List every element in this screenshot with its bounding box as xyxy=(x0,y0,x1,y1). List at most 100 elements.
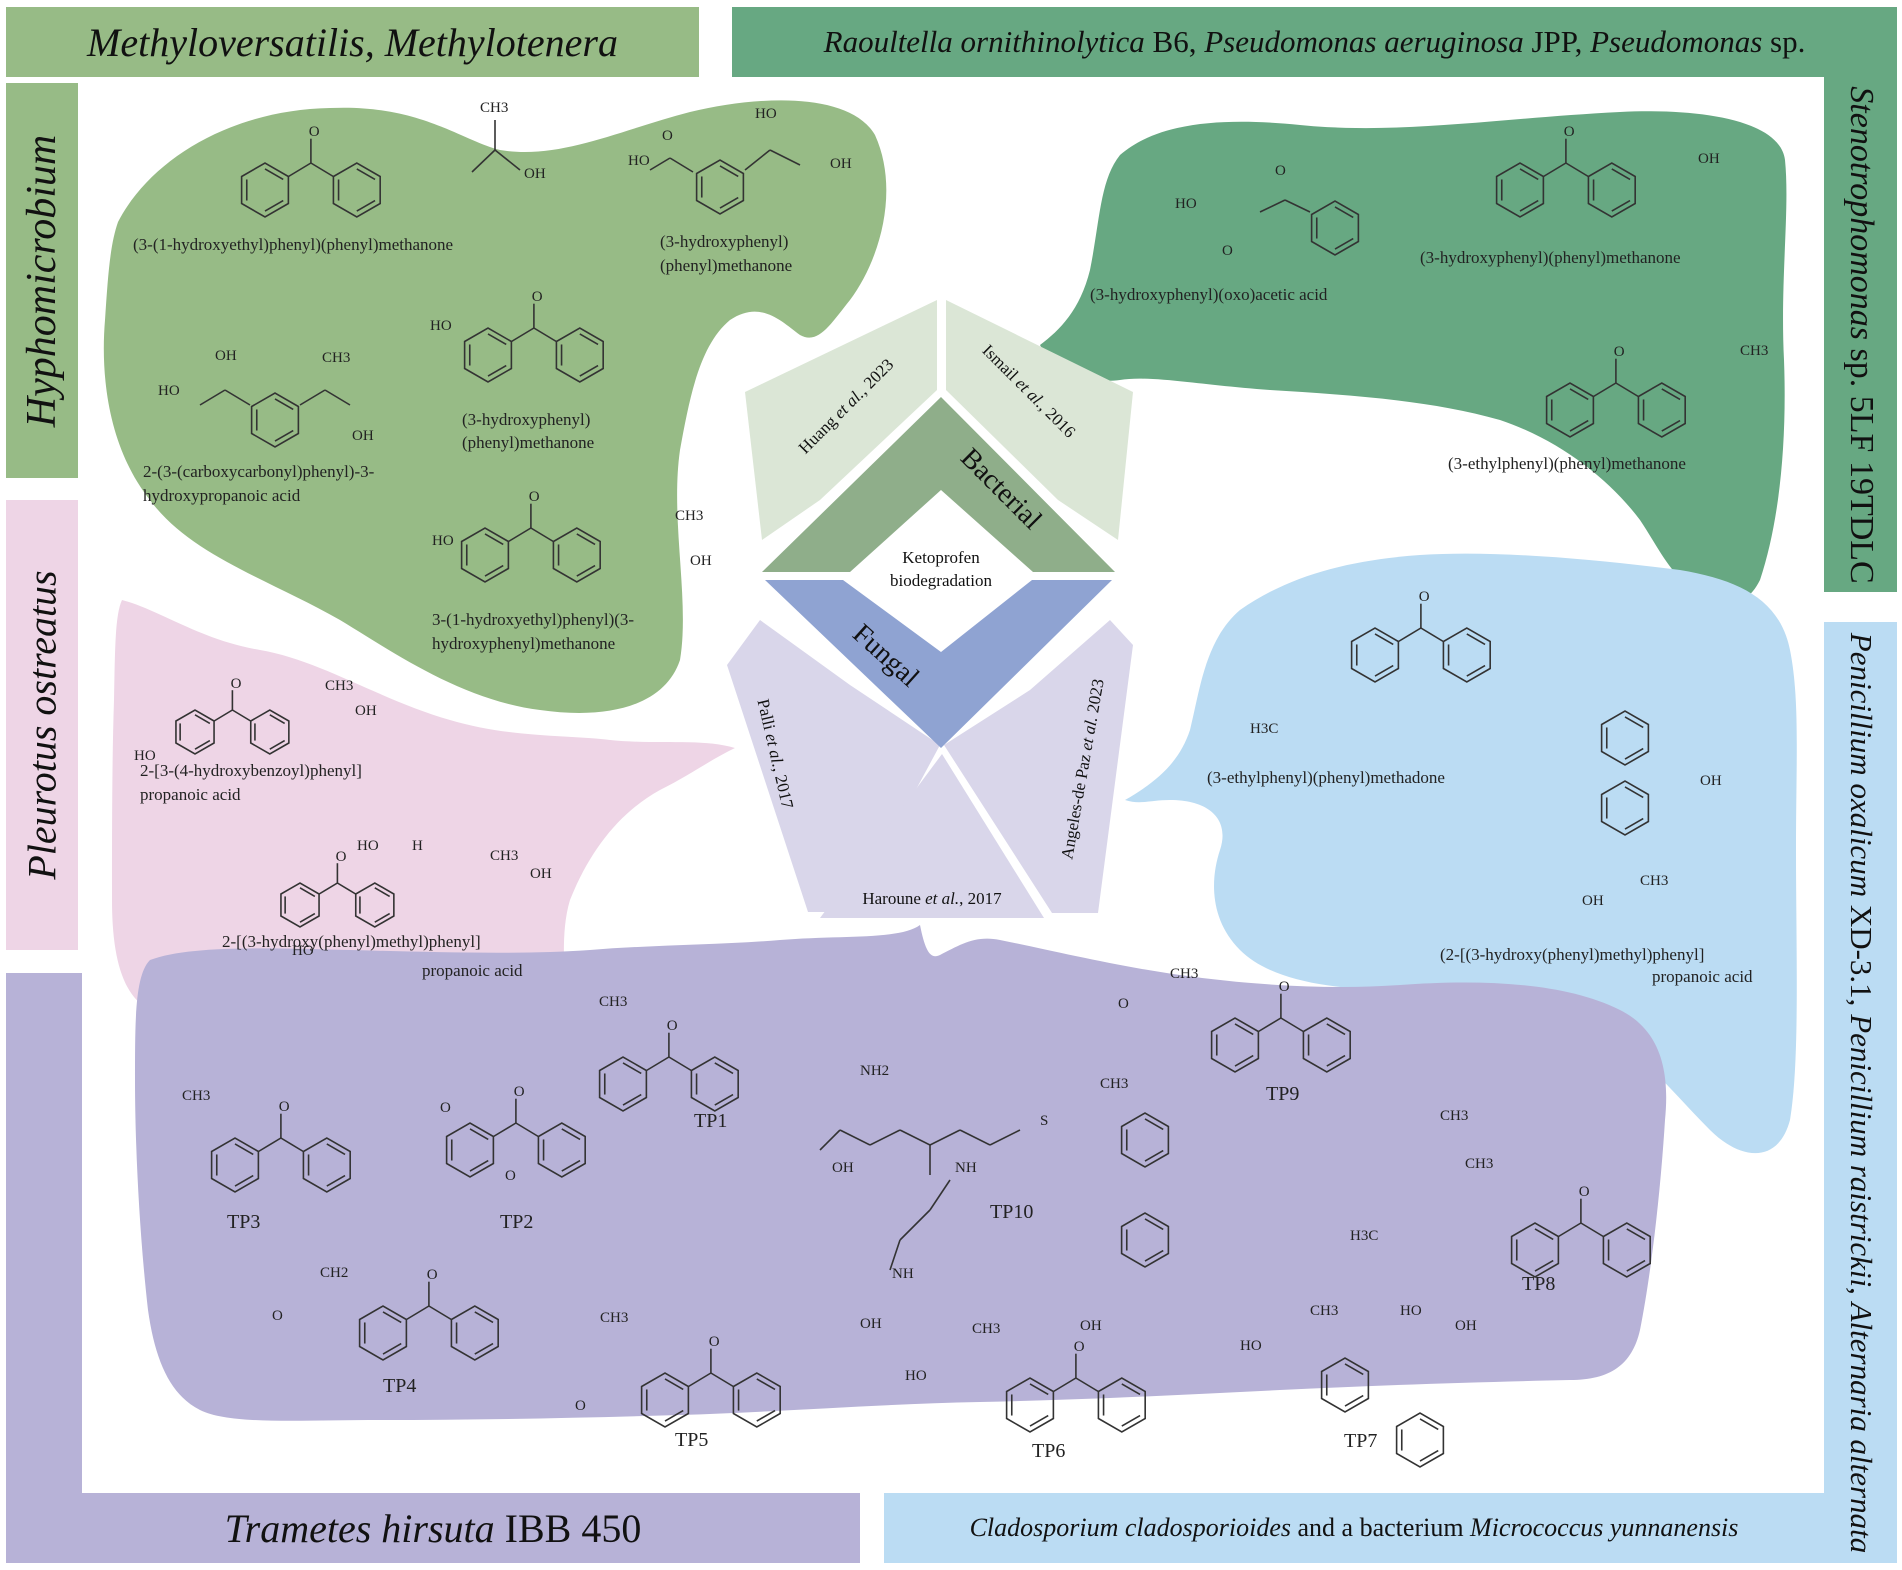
label-tp6: TP6 xyxy=(1032,1440,1065,1462)
ring-double-bond-161 xyxy=(474,1311,494,1324)
atom-label-o: O xyxy=(662,128,673,144)
benzene-ring-191 xyxy=(1395,1412,1445,1468)
bond-99 xyxy=(318,882,338,895)
atom-label-ch3: CH3 xyxy=(599,994,627,1010)
ring-double-bond-202 xyxy=(1626,1228,1646,1241)
atom-label-oh: OH xyxy=(860,1316,882,1332)
atom-label-o: O xyxy=(1118,996,1129,1012)
atom-label-ch3: CH3 xyxy=(1640,873,1668,889)
ring-double-bond-15 xyxy=(719,196,739,209)
t-br-part-1: and a bacterium xyxy=(1291,1513,1471,1542)
benzene-ring-121 xyxy=(598,1056,648,1112)
atom-label-ch3: CH3 xyxy=(490,848,518,864)
ring-double-bond-139 xyxy=(561,1128,581,1141)
bond-141 xyxy=(515,1122,539,1138)
ring-double-bond-5 xyxy=(356,199,376,212)
benzene-ring-132 xyxy=(445,1122,495,1178)
bond-50 xyxy=(530,527,554,543)
atom-label-ch3: CH3 xyxy=(1465,1156,1493,1172)
bacterial-panels xyxy=(745,300,1133,572)
ring-double-bond-87 xyxy=(269,714,286,725)
bond-88 xyxy=(213,709,233,722)
benzene-ring-95 xyxy=(354,882,395,928)
atom-label-ho: HO xyxy=(432,533,454,549)
fungal-arrow xyxy=(765,580,1112,748)
benzene-ring-14 xyxy=(695,159,745,215)
bacterial-arrow xyxy=(762,397,1115,572)
bond-235 xyxy=(889,1239,901,1271)
label-hypho-2b: (phenyl)methanone xyxy=(660,256,792,275)
bond-49 xyxy=(508,527,532,543)
label-tp9: TP9 xyxy=(1266,1083,1299,1105)
ring-double-bond-120 xyxy=(1624,786,1644,799)
atom-label-ho: HO xyxy=(357,838,379,854)
ring-double-bond-34 xyxy=(274,429,294,442)
atom-label-nh2: NH2 xyxy=(860,1063,889,1079)
ring-double-bond-137 xyxy=(561,1159,581,1172)
stenotrophomonas-region xyxy=(1040,111,1787,605)
ring-double-bond-144 xyxy=(234,1174,254,1187)
atom-label-o: O xyxy=(1564,124,1575,140)
benzene-ring-217 xyxy=(1120,1112,1170,1168)
ring-double-bond-135 xyxy=(469,1128,489,1141)
atom-label-ch3: CH3 xyxy=(600,1310,628,1326)
benzene-ring-62 xyxy=(1587,162,1636,218)
atom-label-ch3: CH3 xyxy=(322,350,350,366)
label-tp2: TP2 xyxy=(500,1211,533,1233)
atom-label-ho: HO xyxy=(755,106,777,122)
benzene-ring-106 xyxy=(1442,627,1491,683)
ring-double-bond-194 xyxy=(1419,1418,1439,1431)
atom-label-nh: NH xyxy=(955,1160,977,1176)
atom-label-o: O xyxy=(440,1100,451,1116)
atom-label-nh: NH xyxy=(892,1266,914,1282)
atom-label-oh: OH xyxy=(1700,773,1722,789)
benzene-ring-69 xyxy=(1545,382,1595,438)
ring-double-bond-46 xyxy=(576,564,596,577)
bond-140 xyxy=(493,1122,517,1138)
ring-double-bond-17 xyxy=(719,165,739,178)
ring-double-bond-65 xyxy=(1611,168,1631,181)
atom-label-ch3: CH3 xyxy=(1310,1303,1338,1319)
bond-204 xyxy=(1580,1222,1604,1238)
benzene-ring-158 xyxy=(450,1305,499,1361)
ring-double-bond-222 xyxy=(1144,1249,1164,1262)
atom-label-oh: OH xyxy=(1582,893,1604,909)
label-peni-2a: (2-[(3-hydroxy(phenyl)methyl)phenyl] xyxy=(1440,945,1704,964)
bond-203 xyxy=(1558,1222,1582,1238)
banner-methyloversatilis-text: Methyloversatilis, Methylotenera xyxy=(87,19,618,65)
ring-double-bond-177 xyxy=(1029,1414,1049,1427)
ring-double-bond-118 xyxy=(1624,817,1644,830)
bond-40 xyxy=(324,389,351,406)
ring-double-bond-94 xyxy=(299,887,316,898)
benzene-ring-102 xyxy=(1350,627,1400,683)
benzene-ring-58 xyxy=(1495,162,1545,218)
bond-111 xyxy=(1420,627,1444,643)
bond-110 xyxy=(1398,627,1422,643)
bond-152 xyxy=(280,1137,304,1153)
label-hypho-1: (3-(1-hydroxyethyl)phenyl)(phenyl)methan… xyxy=(133,235,453,254)
bond-57 xyxy=(1259,199,1286,213)
ring-double-bond-27 xyxy=(579,364,599,377)
atom-label-o: O xyxy=(272,1308,283,1324)
bond-185 xyxy=(1075,1377,1099,1393)
bond-129 xyxy=(646,1056,670,1072)
atom-label-ch3: CH3 xyxy=(1740,343,1768,359)
ring-double-bond-98 xyxy=(374,887,391,898)
ring-double-bond-170 xyxy=(756,1409,776,1422)
ring-double-bond-55 xyxy=(1334,206,1354,219)
label-steno-2: (3-hydroxyphenyl)(phenyl)methanone xyxy=(1420,248,1681,267)
t-bl-part-0: Trametes hirsuta xyxy=(224,1505,495,1551)
ring-double-bond-124 xyxy=(622,1062,642,1075)
atom-label-oh: OH xyxy=(1080,1318,1102,1334)
label-steno-3: (3-ethylphenyl)(phenyl)methanone xyxy=(1448,454,1686,473)
benzene-ring-221 xyxy=(1120,1212,1170,1268)
label-tp7: TP7 xyxy=(1344,1430,1377,1452)
benzene-ring-210 xyxy=(1302,1017,1351,1073)
label-hypho-5b: hydroxyphenyl)methanone xyxy=(432,634,615,653)
ring-double-bond-63 xyxy=(1611,199,1631,212)
atom-label-ho: HO xyxy=(1400,1303,1422,1319)
bond-37 xyxy=(224,389,251,406)
label-hypho-4b: (phenyl)methanone xyxy=(462,433,594,452)
